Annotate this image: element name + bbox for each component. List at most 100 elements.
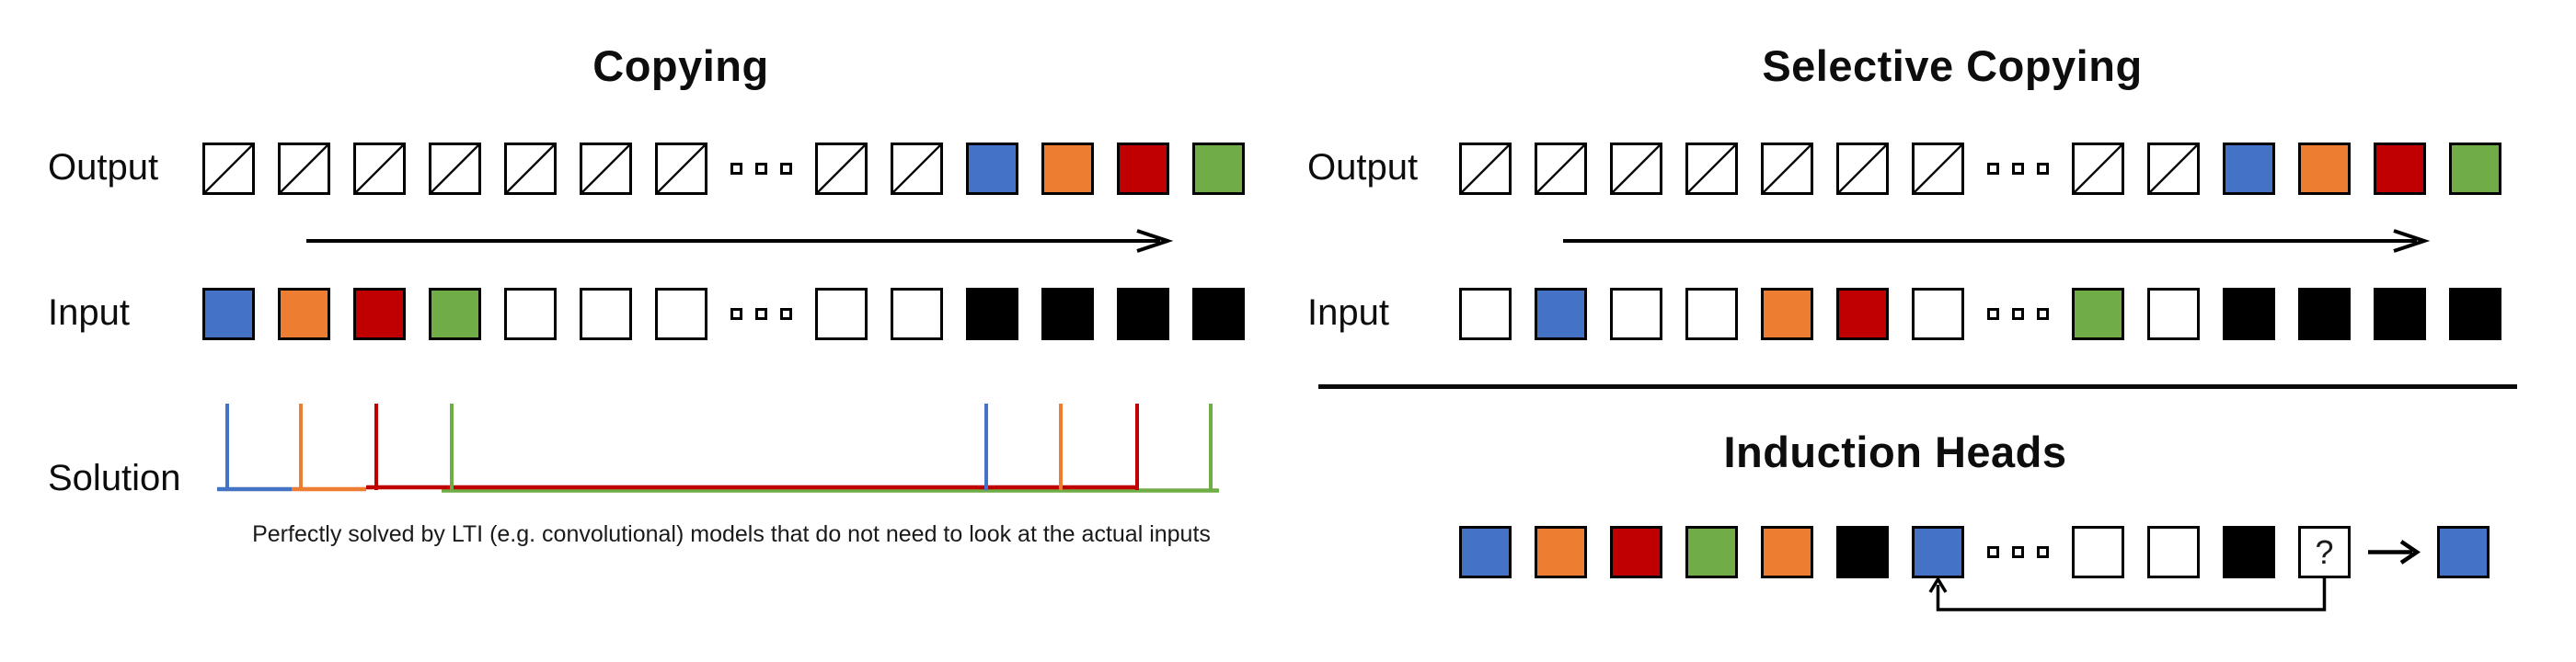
- white-token-box: [504, 288, 557, 340]
- black-token-box: [966, 288, 1018, 340]
- selective-copying-title: Selective Copying: [1762, 41, 2143, 90]
- ellipsis-dot: [730, 163, 742, 175]
- hatched-noise-box: [1535, 143, 1587, 195]
- white-token-box: [2147, 288, 2200, 340]
- ellipsis-dot: [2012, 163, 2024, 175]
- ellipsis-dots: [730, 163, 792, 175]
- white-token-box: [2072, 526, 2124, 578]
- blue-token-box: [1912, 526, 1964, 578]
- white-token-box: [815, 288, 868, 340]
- white-token-box: [655, 288, 707, 340]
- copying-title: Copying: [592, 41, 769, 90]
- orange-token-box: [1761, 288, 1813, 340]
- hatched-noise-box: [353, 143, 406, 195]
- induction-heads-title: Induction Heads: [1723, 428, 2067, 476]
- selective-input-row: [1459, 288, 2501, 340]
- hatched-noise-box: [580, 143, 632, 195]
- hatched-noise-box: [815, 143, 868, 195]
- solution-impulse-chart: [217, 404, 1219, 493]
- hatched-noise-box: [202, 143, 255, 195]
- blue-token-box: [1535, 288, 1587, 340]
- hatched-noise-box: [1912, 143, 1964, 195]
- ellipsis-dot: [2037, 163, 2049, 175]
- red-token-box: [353, 288, 406, 340]
- black-token-box: [1117, 288, 1169, 340]
- orange-token-box: [1041, 143, 1094, 195]
- orange-token-box: [1761, 526, 1813, 578]
- ellipsis-dot: [2037, 308, 2049, 320]
- copying-input-label: Input: [48, 292, 130, 333]
- green-token-box: [2449, 143, 2501, 195]
- red-token-box: [1836, 288, 1889, 340]
- black-token-box: [2374, 288, 2426, 340]
- blue-token-box: [1459, 526, 1512, 578]
- white-token-box: [2147, 526, 2200, 578]
- black-token-box: [1041, 288, 1094, 340]
- ellipsis-dots: [1987, 308, 2049, 320]
- black-token-box: [2298, 288, 2351, 340]
- hatched-noise-box: [429, 143, 481, 195]
- hatched-noise-box: [2072, 143, 2124, 195]
- orange-token-box: [2298, 143, 2351, 195]
- ellipsis-dot: [1987, 163, 1999, 175]
- hatched-noise-box: [1459, 143, 1512, 195]
- panel-divider: [1318, 384, 2517, 389]
- timeline-arrow: [1563, 229, 2431, 253]
- copying-solution-label: Solution: [48, 458, 181, 498]
- black-token-box: [1192, 288, 1245, 340]
- orange-token-box: [278, 288, 330, 340]
- hatched-noise-box: [1761, 143, 1813, 195]
- ellipsis-dot: [2037, 546, 2049, 558]
- selective-input-label: Input: [1307, 292, 1389, 333]
- ellipsis-dots: [1987, 163, 2049, 175]
- hatched-noise-box: [2147, 143, 2200, 195]
- hatched-noise-box: [1685, 143, 1738, 195]
- ellipsis-dot: [780, 308, 792, 320]
- copying-output-row: [202, 143, 1245, 195]
- hatched-noise-box: [1836, 143, 1889, 195]
- blue-token-box: [202, 288, 255, 340]
- maps-to-arrow-icon: [2368, 540, 2421, 565]
- white-token-box: [580, 288, 632, 340]
- lookup-feedback-arrow: [1928, 576, 2327, 611]
- ellipsis-dot: [1987, 546, 1999, 558]
- selective-output-row: [1459, 143, 2501, 195]
- white-token-box: [1685, 288, 1738, 340]
- timeline-arrow: [306, 229, 1174, 253]
- black-token-box: [2223, 288, 2275, 340]
- black-token-box: [2449, 288, 2501, 340]
- green-token-box: [1192, 143, 1245, 195]
- orange-token-box: [1535, 526, 1587, 578]
- ellipsis-dot: [2012, 308, 2024, 320]
- ellipsis-dot: [780, 163, 792, 175]
- blue-token-box: [2437, 526, 2490, 578]
- blue-token-box: [2223, 143, 2275, 195]
- ellipsis-dot: [2012, 546, 2024, 558]
- green-token-box: [1685, 526, 1738, 578]
- ellipsis-dots: [1987, 546, 2049, 558]
- selective-output-label: Output: [1307, 147, 1419, 188]
- black-token-box: [2223, 526, 2275, 578]
- ellipsis-dot: [755, 308, 767, 320]
- induction-heads-row: ?: [1459, 526, 2490, 578]
- red-token-box: [1610, 526, 1662, 578]
- copying-output-label: Output: [48, 147, 159, 188]
- white-token-box: [1610, 288, 1662, 340]
- ellipsis-dot: [755, 163, 767, 175]
- copying-caption: Perfectly solved by LTI (e.g. convolutio…: [252, 521, 1211, 547]
- red-token-box: [1117, 143, 1169, 195]
- hatched-noise-box: [278, 143, 330, 195]
- green-token-box: [2072, 288, 2124, 340]
- red-token-box: [2374, 143, 2426, 195]
- hatched-noise-box: [655, 143, 707, 195]
- question-box: ?: [2298, 526, 2351, 578]
- white-token-box: [891, 288, 943, 340]
- hatched-noise-box: [891, 143, 943, 195]
- black-token-box: [1836, 526, 1889, 578]
- ellipsis-dot: [730, 308, 742, 320]
- blue-token-box: [966, 143, 1018, 195]
- white-token-box: [1459, 288, 1512, 340]
- hatched-noise-box: [504, 143, 557, 195]
- hatched-noise-box: [1610, 143, 1662, 195]
